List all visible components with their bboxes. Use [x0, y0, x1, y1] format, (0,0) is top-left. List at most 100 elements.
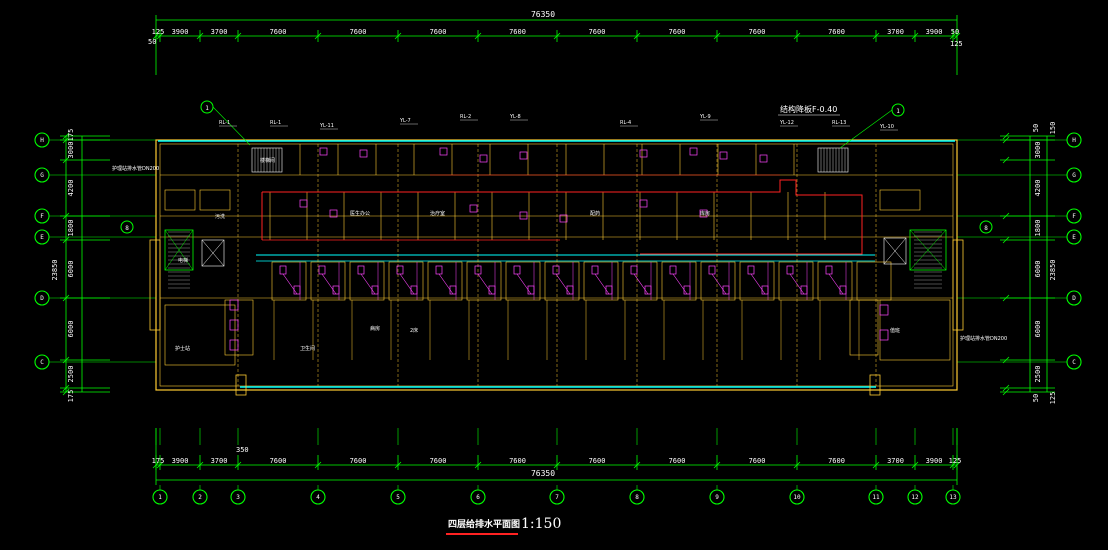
right-dimension-chain: 23850 50 150 50 125 30004200180060006000… [1000, 122, 1057, 405]
right-span-dim: 2500 [1034, 366, 1042, 383]
riser-label: YL-8 [509, 114, 521, 120]
top-span-dim: 50 [951, 28, 959, 36]
right-span-dim: 6000 [1034, 261, 1042, 278]
bottom-offset-dim: 350 [236, 446, 249, 454]
left-edge-top-dim: 175 [67, 129, 75, 142]
room-label: 污洗 [215, 213, 225, 220]
left-overall-dim: 23850 [51, 259, 59, 280]
bottom-span-dim: 7600 [828, 457, 845, 465]
right-edge-top-dim: 50 [1032, 124, 1040, 132]
bottom-span-dim: 7600 [270, 457, 287, 465]
axis-label-bottom: 6 [476, 494, 480, 501]
riser-label: YL-12 [779, 120, 794, 126]
bottom-span-dim: 7600 [350, 457, 367, 465]
bottom-overall-dim: 76350 [531, 469, 555, 478]
axis-label-right: F [1072, 213, 1076, 220]
bottom-span-dim: 125 [949, 457, 962, 465]
axis-label-left: F [40, 213, 44, 220]
top-span-dim: 7600 [828, 28, 845, 36]
right-edge-bottom2-dim: 125 [1049, 392, 1057, 405]
bottom-span-dim: 7600 [509, 457, 526, 465]
callout-left-mid-bubble: 8 [125, 225, 129, 232]
top-span-dim: 7600 [509, 28, 526, 36]
axis-label-bottom: 11 [872, 494, 880, 501]
axis-label-right: C [1072, 359, 1076, 366]
top-span-dim: 125 [152, 28, 165, 36]
room-label: 病房 [370, 325, 380, 332]
top-span-dim: 7600 [749, 28, 766, 36]
top-dimension-chain: 76350 50 125 125 3900 3700 7600 7600 7600 7600… [148, 10, 963, 75]
axis-label-left: C [40, 359, 44, 366]
room-label: 卫生间 [300, 345, 315, 352]
axis-label-left: E [40, 234, 44, 241]
axis-label-left: D [40, 295, 44, 302]
room-label: 治疗室 [430, 210, 445, 217]
top-span-dim: 3900 [172, 28, 189, 36]
building-outline [149, 139, 964, 396]
top-span-dim: 7600 [350, 28, 367, 36]
axis-label-bottom: 9 [715, 494, 719, 501]
room-label: 库房 [700, 210, 710, 217]
top-edge-left-dim: 50 [148, 38, 156, 46]
stair-right [817, 147, 942, 289]
drawing-title-name: 四层给排水平面图 [448, 518, 520, 530]
note-top-right: 结构降板F-0.40 [780, 104, 837, 114]
left-span-dim: 4200 [67, 180, 75, 197]
axis-label-right: E [1072, 234, 1076, 241]
stair-left [168, 147, 283, 289]
bottom-span-dim: 3900 [172, 457, 189, 465]
top-edge-right-dim: 125 [950, 40, 963, 48]
riser-label: YL-7 [399, 118, 411, 124]
riser-label: YL-10 [879, 124, 894, 130]
axis-label-bottom: 12 [911, 494, 919, 501]
water-supply-main [261, 174, 863, 255]
left-edge-bottom-dim: 175 [67, 390, 75, 403]
top-span-dim: 7600 [430, 28, 447, 36]
axis-label-bottom: 4 [316, 494, 320, 501]
top-overall-dim: 76350 [531, 10, 555, 19]
room-label: 护士站 [175, 345, 190, 352]
axis-label-left: G [40, 172, 44, 179]
right-edge-top2-dim: 150 [1049, 122, 1057, 135]
interior-walls [160, 144, 953, 386]
left-span-dim: 1800 [67, 220, 75, 237]
riser-label: YL-11 [319, 123, 334, 129]
bottom-span-dim: 7600 [430, 457, 447, 465]
riser-label: RL-1 [270, 120, 281, 126]
drainage-piping [229, 147, 889, 351]
left-span-dim: 6000 [67, 261, 75, 278]
bottom-span-dim: 3900 [926, 457, 943, 465]
top-span-dim: 7600 [270, 28, 287, 36]
right-overall-dim: 23850 [1049, 259, 1057, 280]
top-span-dim: 7600 [589, 28, 606, 36]
callouts: 1 1 8 8 结构降板F-0.40 护理站排水管DN200 护理站排水管DN2… [112, 100, 1007, 342]
top-span-dim: 3900 [926, 28, 943, 36]
room-label: 值班 [890, 327, 900, 334]
room-label: 电梯 [178, 257, 188, 264]
right-span-dim: 3000 [1034, 142, 1042, 159]
axis-label-bottom: 8 [635, 494, 639, 501]
axis-label-bottom: 1 [158, 494, 162, 501]
bottom-span-dim: 7600 [669, 457, 686, 465]
axis-label-right: H [1072, 137, 1076, 144]
axis-label-bottom: 3 [236, 494, 240, 501]
right-edge-bottom-dim: 50 [1032, 394, 1040, 402]
axis-label-right: G [1072, 172, 1076, 179]
room-label: 2床 [410, 327, 418, 334]
callout-top-right-bubble: 1 [896, 108, 900, 115]
bottom-span-dim: 175 [152, 457, 165, 465]
left-span-dim: 2500 [67, 366, 75, 383]
left-span-dim: 6000 [67, 321, 75, 338]
top-span-dim: 3700 [211, 28, 228, 36]
axis-label-bottom: 7 [555, 494, 559, 501]
bottom-span-dim: 7600 [589, 457, 606, 465]
right-span-dim: 6000 [1034, 321, 1042, 338]
elevator-right [883, 229, 947, 271]
axis-label-bottom: 5 [396, 494, 400, 501]
